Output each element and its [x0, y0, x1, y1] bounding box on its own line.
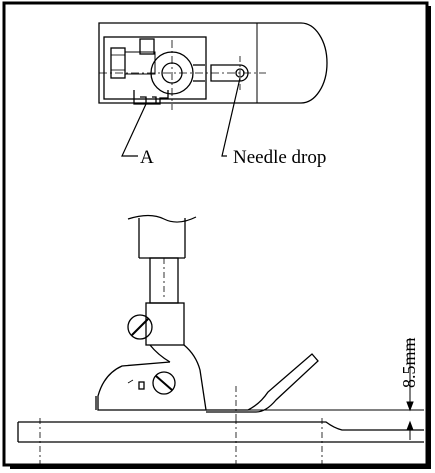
label-dimension: 8.5mm	[399, 337, 419, 388]
leader-a	[121, 103, 147, 157]
label-a: A	[140, 147, 154, 168]
label-needle-drop: Needle drop	[233, 147, 326, 168]
presser-foot-side-view	[95, 214, 319, 418]
figure-frame	[2, 1, 431, 469]
leader-needle-drop	[221, 77, 241, 157]
presser-foot-top-view	[98, 22, 328, 110]
throat-plate	[17, 418, 424, 464]
leader-lines	[121, 77, 241, 157]
